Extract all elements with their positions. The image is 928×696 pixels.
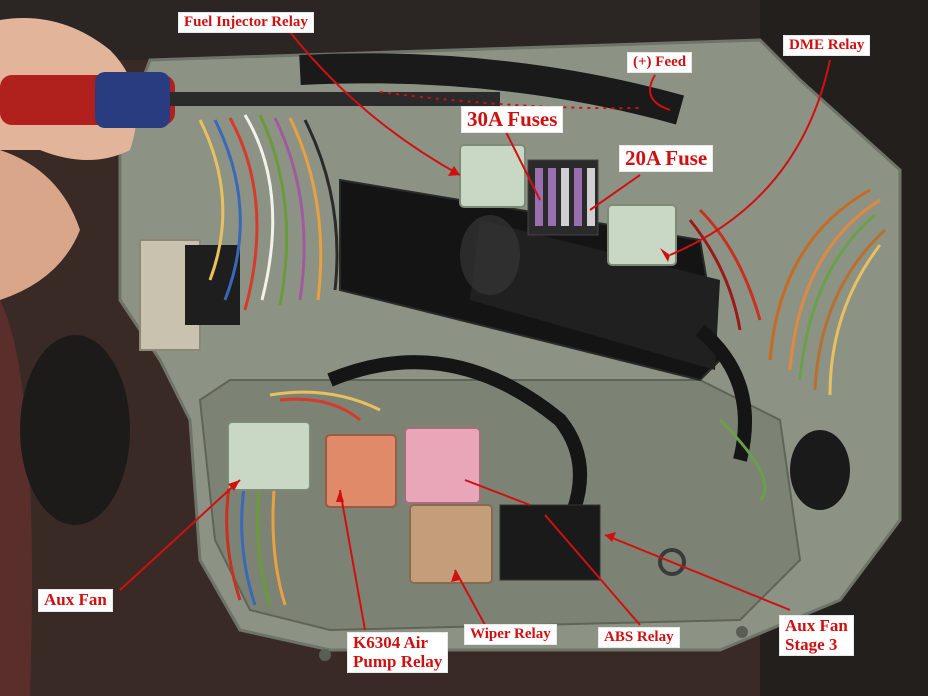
wire-bundle-lower: [225, 390, 381, 606]
screwdriver-shaft: [170, 92, 500, 106]
label-k6304-line1: K6304 Air: [353, 633, 429, 652]
side-grommet: [790, 430, 850, 510]
clip-ring: [658, 548, 686, 576]
aux-fan-relay: [227, 421, 311, 491]
annotation-arrows: [119, 31, 831, 631]
dark-grommet: [20, 335, 130, 525]
label-dme-relay: DME Relay: [783, 35, 871, 56]
abs-relay: [404, 427, 481, 504]
label-plus-feed: (+) Feed: [627, 52, 693, 73]
wire-bundle-left: [198, 114, 339, 311]
label-30a-fuses: 30A Fuses: [461, 106, 564, 134]
label-k6304-line2: Pump Relay: [353, 651, 443, 671]
black-cable: [327, 355, 587, 544]
label-aux-fan-stage3: Aux Fan Stage 3: [779, 615, 854, 657]
aux-fan-stage3-connector: [499, 504, 601, 581]
label-k6304-air-pump-relay: K6304 Air Pump Relay: [347, 632, 449, 674]
label-abs-relay: ABS Relay: [598, 627, 680, 648]
label-aux-fan-stage3-line2: Stage 3: [785, 634, 838, 654]
label-fuel-injector-relay: Fuel Injector Relay: [178, 12, 314, 33]
arrow-heads: [228, 166, 670, 582]
harness-sleeve: [299, 53, 685, 125]
wire-bundle-right: [688, 188, 887, 396]
label-wiper-relay: Wiper Relay: [464, 624, 557, 645]
bolt: [736, 626, 748, 638]
label-aux-fan: Aux Fan: [38, 589, 113, 612]
label-20a-fuse: 20A Fuse: [619, 145, 714, 173]
label-aux-fan-stage3-line1: Aux Fan: [785, 616, 848, 635]
wiper-relay: [409, 504, 493, 584]
dme-relay: [607, 204, 677, 266]
k6304-air-pump-relay: [325, 434, 397, 508]
fuel-injector-relay: [459, 144, 526, 208]
